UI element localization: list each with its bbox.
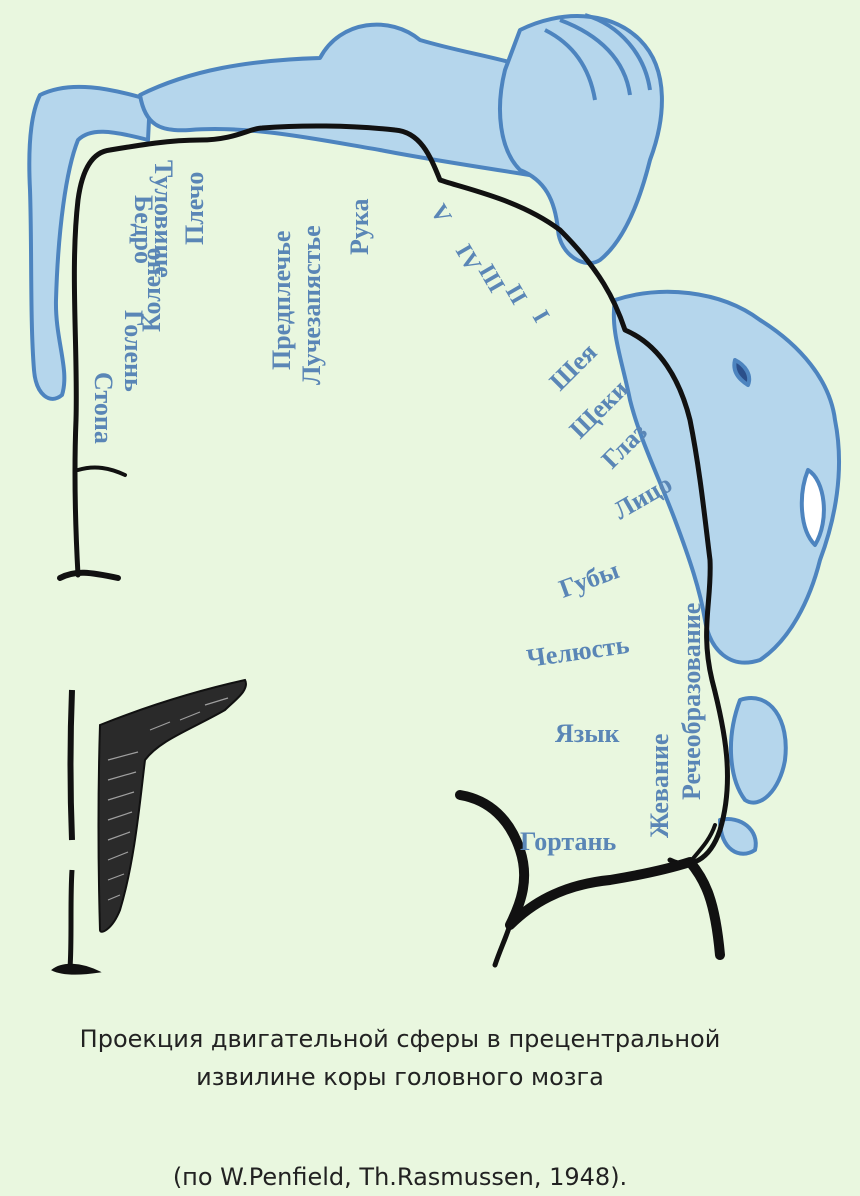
label-zhevanie: Жевание	[645, 734, 674, 838]
label-plecho: Плечо	[180, 172, 209, 245]
label-litso: Лицо	[609, 469, 677, 525]
label-recheobrazovanie: Речеобразование	[677, 603, 706, 800]
homunculus-diagram: Стопа Голень Колено Бедро Туловище Плечо…	[0, 0, 860, 1000]
fissure-line	[52, 690, 100, 974]
label-tulovishche: Туловище	[149, 160, 178, 278]
label-finger-i: I	[527, 306, 554, 327]
homunculus-tongue	[731, 698, 786, 803]
cross-section-wedge	[99, 680, 246, 932]
label-guby: Губы	[555, 555, 623, 603]
label-sheya: Шея	[544, 337, 603, 396]
label-ruka: Рука	[345, 199, 374, 255]
body-part-labels: Стопа Голень Колено Бедро Туловище Плечо…	[89, 160, 706, 856]
label-gortan: Гортань	[520, 827, 616, 856]
label-luchezapyastye: Лучезапястье	[297, 225, 326, 385]
caption-source: (по W.Penfield, Th.Rasmussen, 1948).	[0, 1158, 800, 1196]
figure-caption: Проекция двигательной сферы в прецентрал…	[0, 1020, 800, 1196]
label-finger-v: V	[425, 200, 457, 229]
label-predplechye: Предплечье	[267, 231, 296, 370]
caption-line-2: извилине коры головного мозга	[0, 1058, 800, 1096]
label-chelyust: Челюсть	[525, 630, 631, 673]
homunculus-torso	[140, 25, 560, 180]
label-yazyk: Язык	[555, 719, 620, 748]
caption-line-1: Проекция двигательной сферы в прецентрал…	[0, 1020, 800, 1058]
label-stopa: Стопа	[89, 372, 118, 444]
